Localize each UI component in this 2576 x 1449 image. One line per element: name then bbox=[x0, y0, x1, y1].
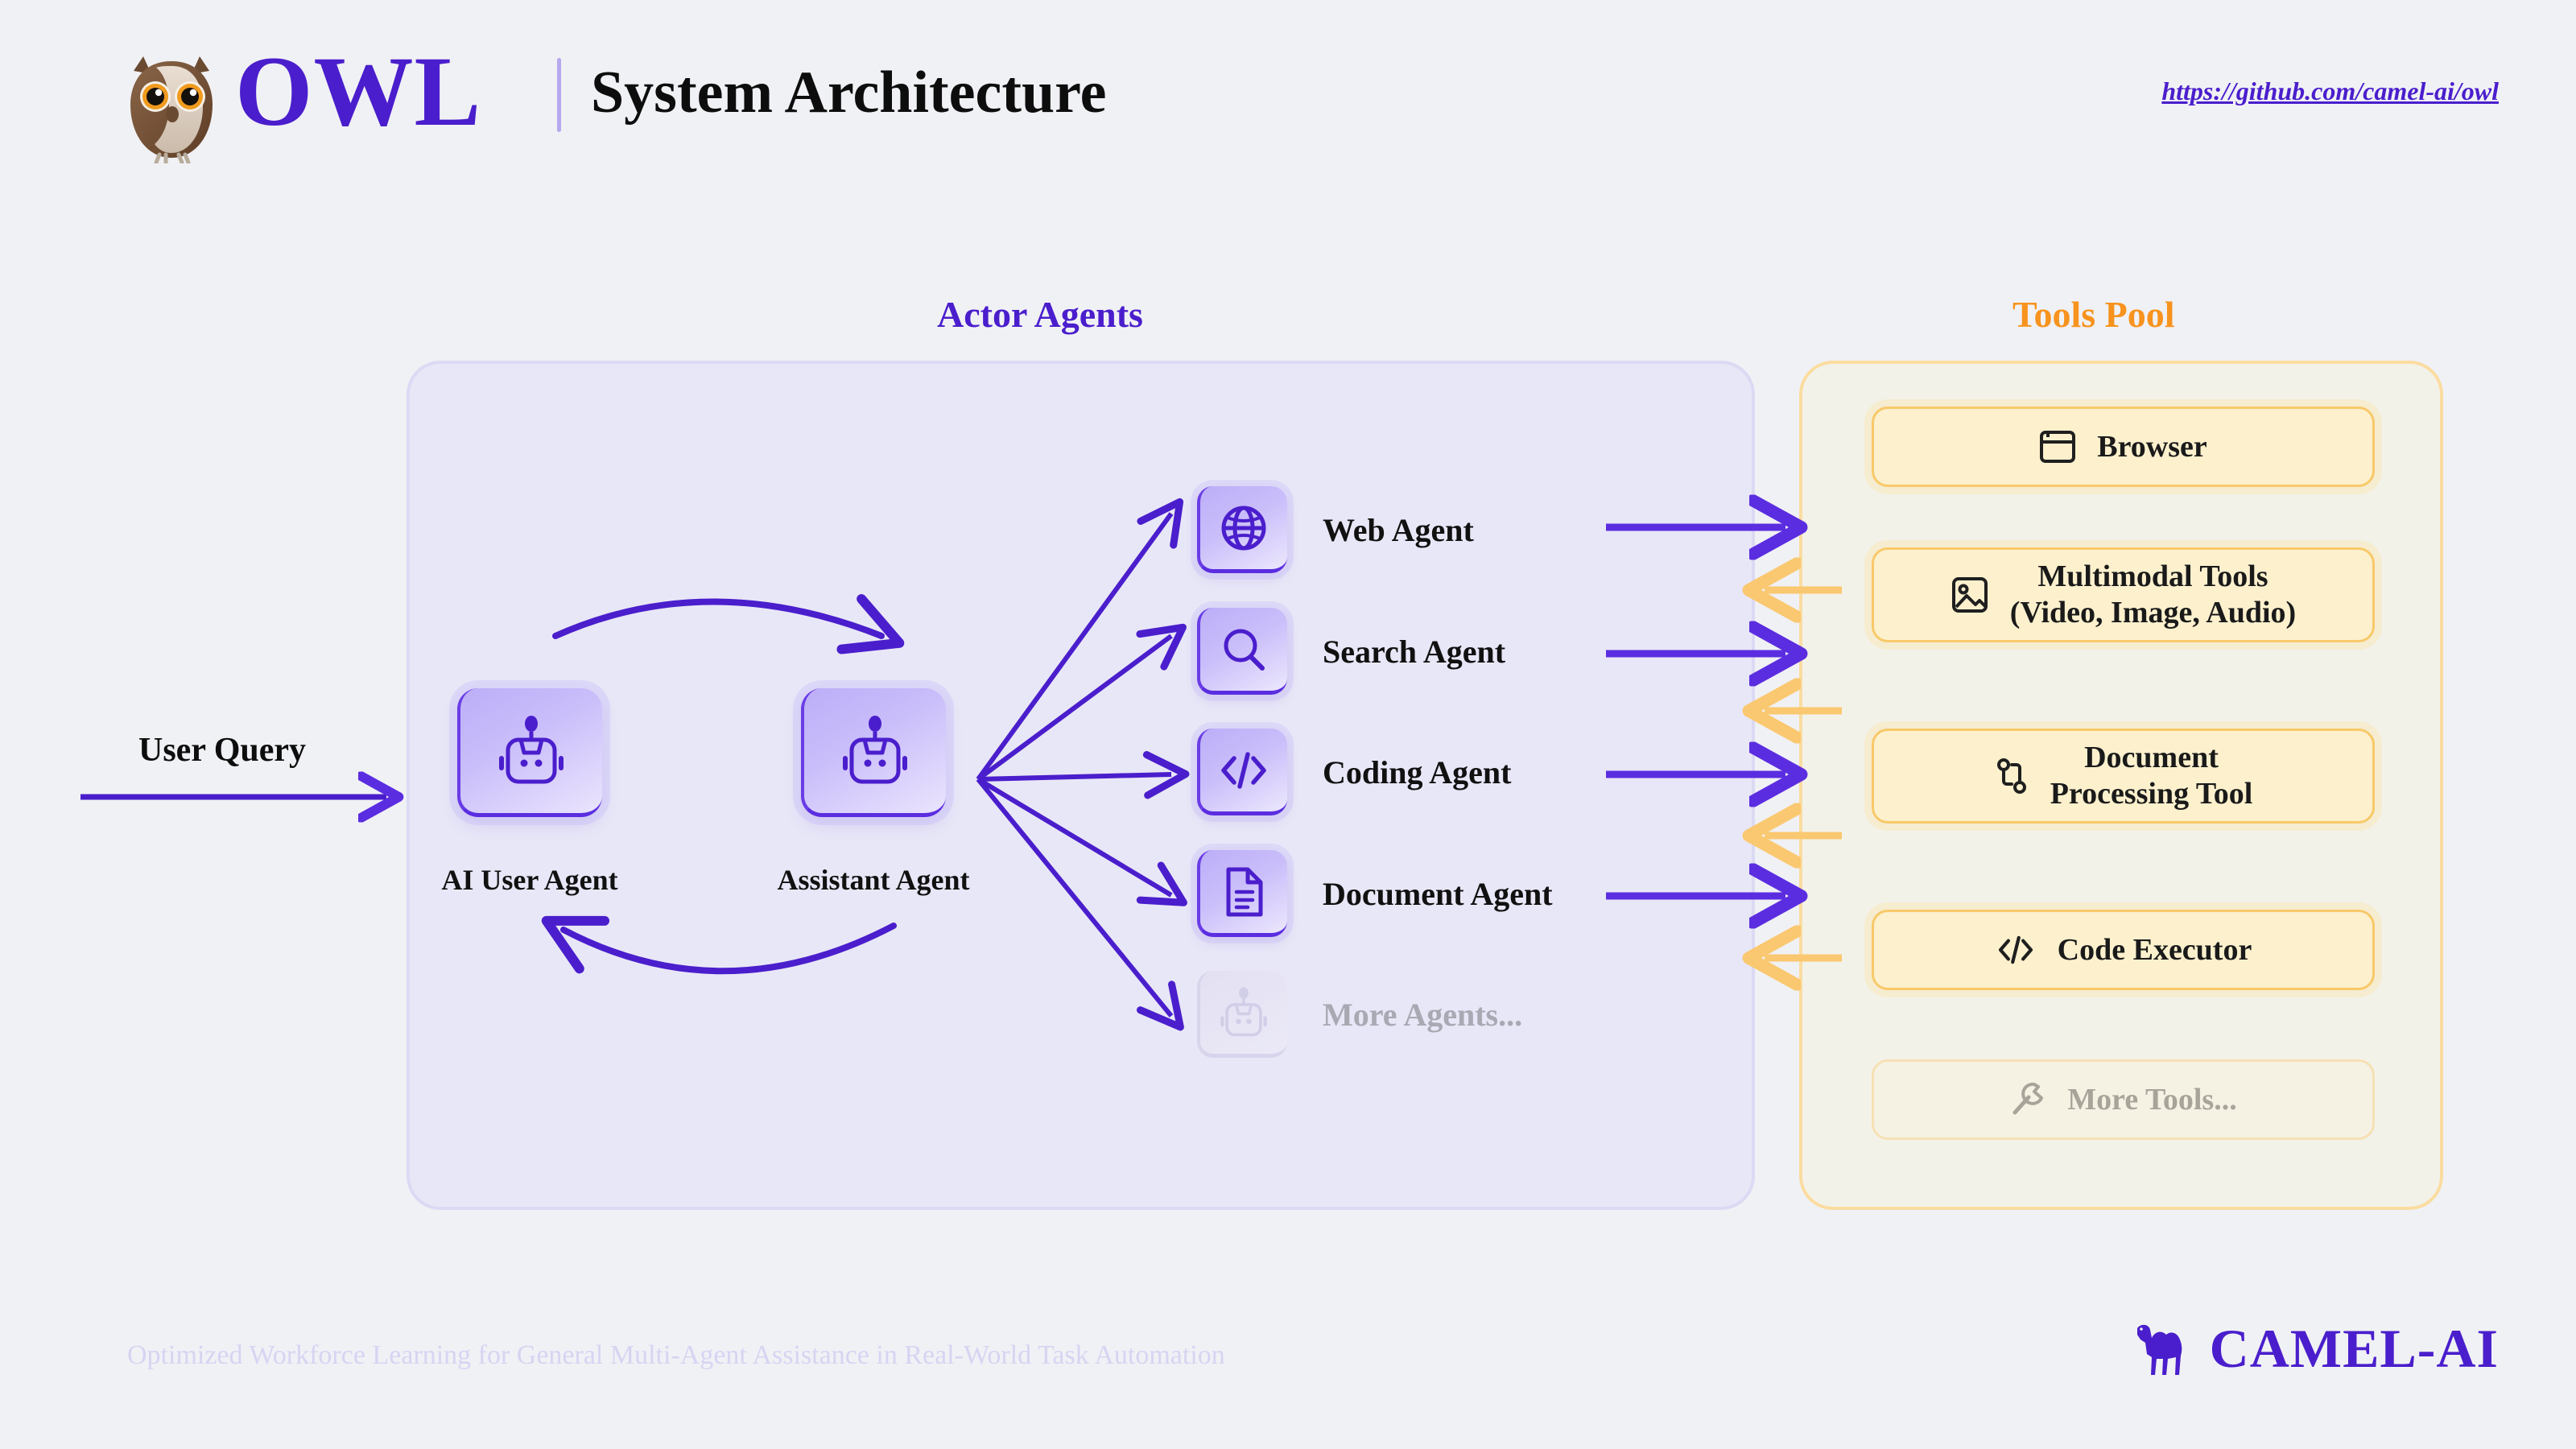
tool-label-multimodal: Multimodal Tools(Video, Image, Audio) bbox=[2009, 559, 2297, 630]
search-icon bbox=[1224, 629, 1265, 671]
browser-icon bbox=[2040, 431, 2076, 463]
globe-icon-wrapper bbox=[1197, 486, 1287, 573]
subagent-label-search: Search Agent bbox=[1323, 633, 1506, 670]
agent-card-assistant[interactable] bbox=[801, 688, 946, 817]
camel-ai-text: CAMEL-AI bbox=[2209, 1318, 2499, 1379]
user-query-label: User Query bbox=[138, 732, 307, 769]
camel-icon bbox=[2136, 1324, 2182, 1375]
tool-label-browser: Browser bbox=[2097, 429, 2207, 464]
subagent-label-web: Web Agent bbox=[1323, 511, 1474, 548]
image-icon bbox=[1951, 577, 1988, 613]
tools-pool-heading: Tools Pool bbox=[2013, 294, 2175, 335]
actor-agents-heading: Actor Agents bbox=[937, 294, 1143, 335]
subagent-row-coding[interactable]: Coding Agent bbox=[1197, 729, 1512, 815]
tool-card-more-tools[interactable]: More Tools... bbox=[1872, 1059, 2375, 1140]
robot-icon bbox=[1220, 986, 1267, 1036]
robot-icon bbox=[843, 715, 907, 783]
footer-tagline: Optimized Workforce Learning for General… bbox=[127, 1340, 1225, 1370]
globe-icon bbox=[1221, 506, 1266, 550]
subagent-row-more-agents[interactable]: More Agents... bbox=[1197, 971, 1522, 1058]
subagent-label-document: Document Agent bbox=[1323, 875, 1553, 912]
tool-label-code-executor: Code Executor bbox=[2057, 932, 2252, 967]
subagent-row-document[interactable]: Document Agent bbox=[1197, 850, 1553, 937]
git-branch-icon bbox=[1996, 758, 2026, 794]
file-icon bbox=[1226, 867, 1263, 916]
tool-label-more-tools: More Tools... bbox=[2067, 1082, 2237, 1117]
subagent-row-web[interactable]: Web Agent bbox=[1197, 486, 1474, 573]
wrench-icon bbox=[2013, 1082, 2044, 1115]
tool-card-code-executor[interactable]: Code Executor bbox=[1872, 910, 2375, 990]
owl-icon bbox=[130, 56, 213, 163]
code-icon bbox=[1221, 751, 1266, 789]
agent-caption-assistant: Assistant Agent bbox=[777, 864, 970, 896]
page-header: OWL System Architecture https://github.c… bbox=[0, 0, 2576, 193]
file-icon-wrapper bbox=[1197, 850, 1287, 937]
search-icon-wrapper bbox=[1197, 608, 1287, 695]
robot-icon bbox=[499, 715, 564, 783]
subagent-row-search[interactable]: Search Agent bbox=[1197, 608, 1505, 695]
agent-card-ai-user[interactable] bbox=[457, 688, 602, 817]
tool-card-multimodal[interactable]: Multimodal Tools(Video, Image, Audio) bbox=[1872, 547, 2375, 642]
header-divider bbox=[557, 58, 561, 132]
agent-caption-ai-user: AI User Agent bbox=[441, 864, 618, 896]
code-icon bbox=[1998, 935, 2033, 964]
page-title: System Architecture bbox=[591, 60, 1107, 126]
robot-icon-wrapper-muted bbox=[1197, 971, 1287, 1058]
repo-url-link[interactable]: https://github.com/camel-ai/owl bbox=[2161, 76, 2499, 105]
subagent-label-coding: Coding Agent bbox=[1323, 753, 1512, 791]
camel-ai-logo[interactable]: CAMEL-AI bbox=[2131, 1317, 2499, 1381]
brand-name: OWL bbox=[235, 36, 482, 147]
code-icon-wrapper bbox=[1197, 729, 1287, 815]
subagent-label-more-agents: More Agents... bbox=[1323, 996, 1523, 1033]
actor-agents-panel bbox=[407, 361, 1755, 1210]
tool-card-browser[interactable]: Browser bbox=[1872, 407, 2375, 487]
